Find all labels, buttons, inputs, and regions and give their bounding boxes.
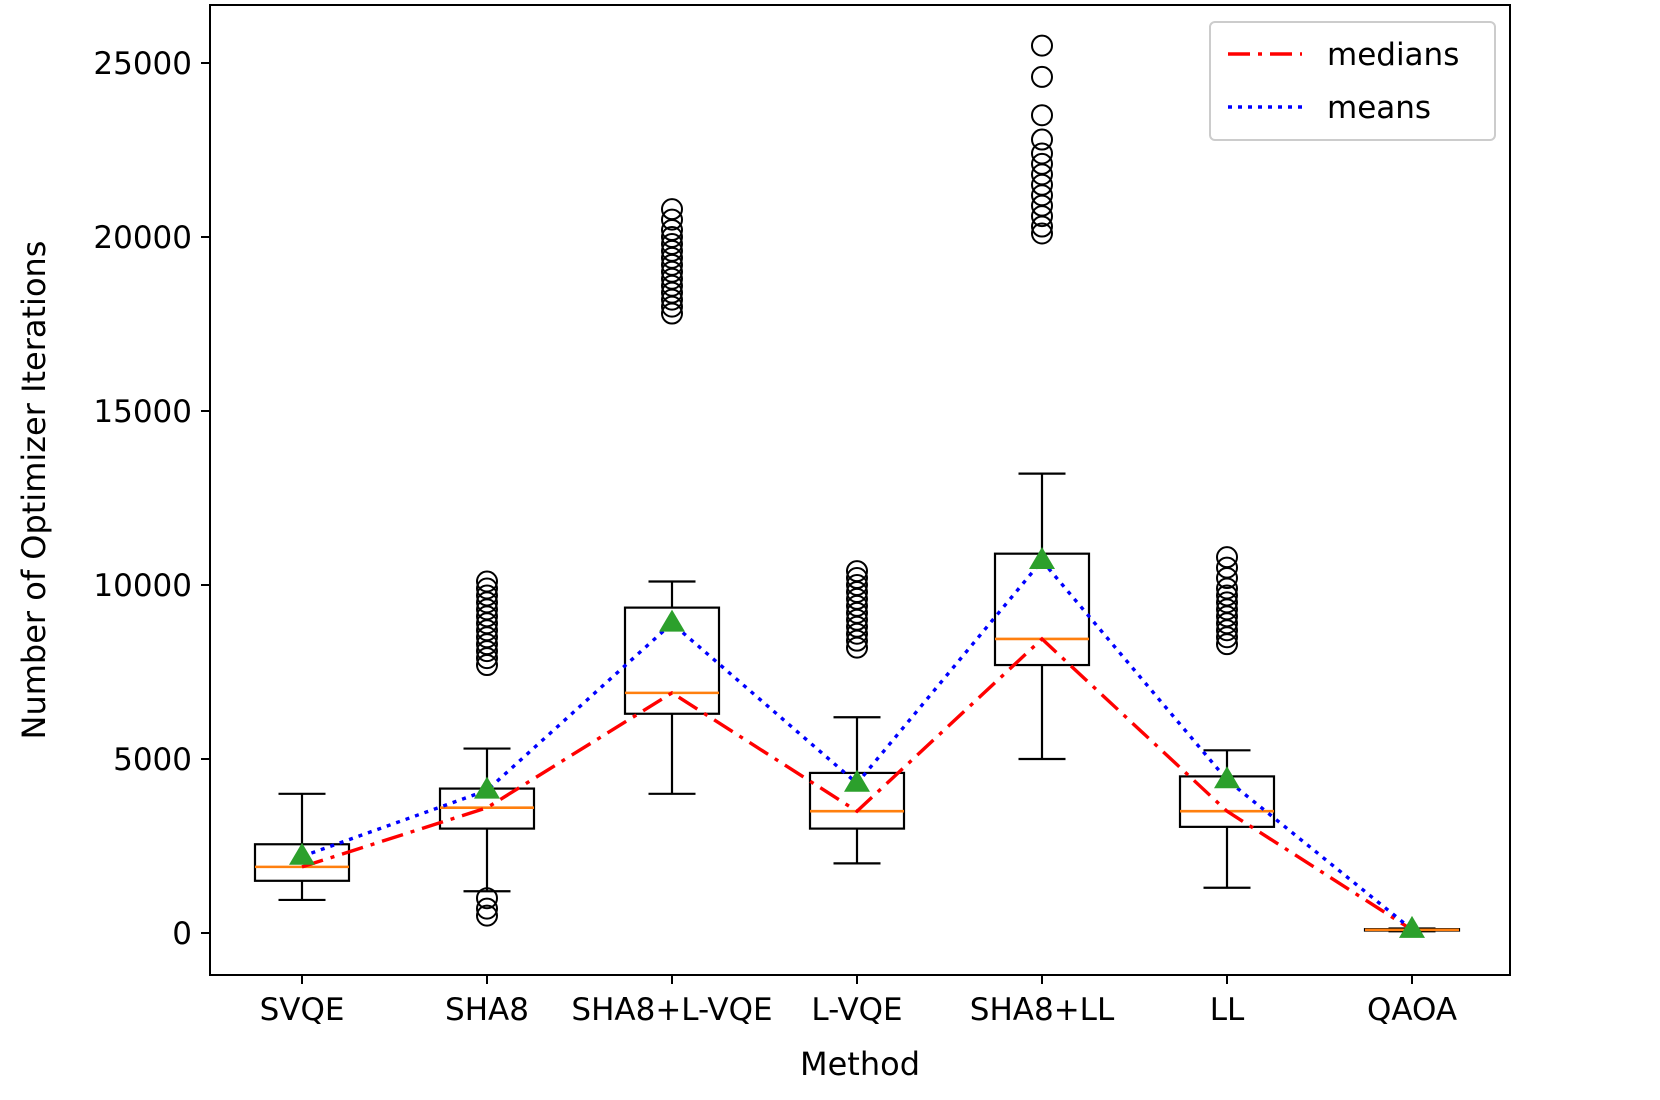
mean-marker	[474, 776, 500, 799]
box-L-VQE	[808, 560, 906, 865]
x-tick-label: SHA8+L-VQE	[571, 992, 772, 1028]
outlier-point	[1031, 142, 1053, 165]
outlier-point	[661, 232, 683, 255]
legend-box	[1209, 21, 1496, 141]
outlier-point	[1216, 546, 1238, 569]
y-tick-label: 25000	[93, 46, 192, 82]
outlier-point	[846, 574, 868, 596]
box-iqr	[623, 606, 721, 715]
outlier-point	[846, 567, 868, 590]
outlier-point	[1031, 104, 1053, 127]
outlier-point	[661, 198, 683, 221]
y-tick-label: 0	[172, 916, 192, 952]
mean-marker	[1029, 547, 1055, 569]
plot-frame	[209, 4, 1511, 976]
x-tick-label: L-VQE	[811, 992, 902, 1028]
outlier-point	[1031, 65, 1053, 88]
mean-marker	[1399, 915, 1425, 938]
mean-marker	[289, 842, 315, 865]
x-tick-label: SVQE	[260, 992, 345, 1028]
x-tick-label: QAOA	[1367, 992, 1457, 1028]
outlier-point	[1031, 128, 1053, 151]
outlier-point	[476, 570, 498, 593]
box-SHA8+LL	[993, 34, 1091, 761]
series-line-medians	[301, 636, 1413, 932]
outlier-point	[1216, 556, 1238, 579]
outlier-point	[476, 904, 498, 927]
y-tick-label: 20000	[93, 220, 192, 256]
legend: medians means	[1209, 21, 1496, 141]
outlier-point	[1031, 222, 1053, 245]
outlier-point	[1031, 152, 1053, 175]
outlier-point	[476, 577, 498, 600]
box-SHA8+L-VQE	[623, 198, 721, 795]
outlier-point	[1216, 584, 1238, 607]
outlier-point	[476, 897, 498, 920]
outlier-point	[1216, 591, 1238, 614]
outlier-point	[846, 560, 868, 583]
y-tick-label: 5000	[113, 742, 192, 778]
outlier-point	[1031, 34, 1053, 57]
mean-marker	[1214, 766, 1240, 789]
plot-area	[253, 34, 1461, 938]
box-SHA8	[438, 570, 536, 927]
legend-label-medians: medians	[1327, 37, 1459, 73]
box-LL	[1178, 546, 1276, 889]
x-tick-label: SHA8	[445, 992, 529, 1028]
x-tick-label: LL	[1210, 992, 1245, 1028]
x-tick-label: SHA8+LL	[970, 992, 1115, 1028]
y-tick-label: 15000	[93, 394, 192, 430]
y-axis-label: Number of Optimizer Iterations	[15, 241, 53, 740]
outlier-point	[661, 208, 683, 231]
x-axis-label: Method	[800, 1045, 920, 1083]
outlier-point	[476, 584, 498, 607]
box-iqr	[993, 552, 1091, 667]
mean-marker	[844, 769, 870, 792]
outlier-point	[661, 226, 683, 248]
mean-marker	[659, 609, 685, 632]
outlier-point	[476, 887, 498, 910]
legend-label-means: means	[1327, 90, 1431, 126]
y-tick-label: 10000	[93, 568, 192, 604]
